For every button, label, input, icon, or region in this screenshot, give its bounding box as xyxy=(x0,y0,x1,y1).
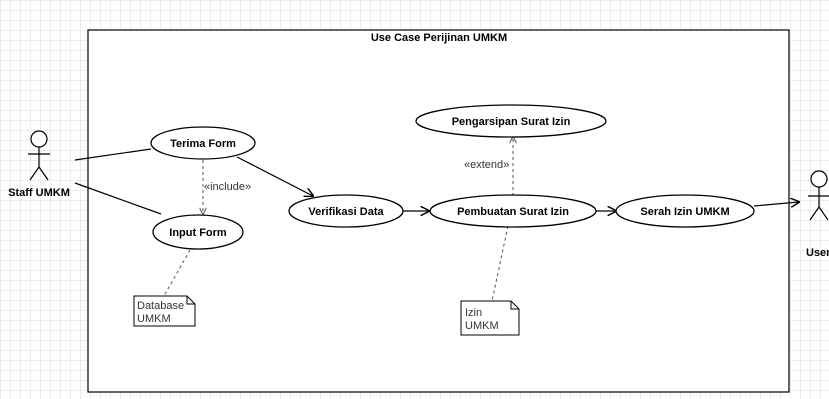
svg-text:Pengarsipan Surat Izin: Pengarsipan Surat Izin xyxy=(452,116,571,128)
diagram-title: Use Case Perijinan UMKM xyxy=(371,32,507,44)
actor-stick-figure-icon xyxy=(28,130,50,181)
svg-text:Terima Form: Terima Form xyxy=(170,138,236,150)
actor-user: User xyxy=(806,170,829,259)
usecase-pembuatan-surat-izin: Pembuatan Surat Izin xyxy=(429,194,597,228)
note-izin-umkm: Izin UMKM xyxy=(460,300,520,336)
svg-text:Input Form: Input Form xyxy=(169,227,227,239)
svg-text:Database: Database xyxy=(137,300,184,312)
assoc-staff-input xyxy=(74,182,162,215)
note-connector-izin xyxy=(491,225,509,302)
actor-staff-label: Staff UMKM xyxy=(8,187,70,199)
usecase-verifikasi-data: Verifikasi Data xyxy=(288,194,404,228)
include-label: «include» xyxy=(204,181,251,193)
extend-label: «extend» xyxy=(464,159,509,171)
actor-staff-umkm: Staff UMKM xyxy=(8,130,70,199)
svg-text:UMKM: UMKM xyxy=(137,313,171,325)
usecase-terima-form: Terima Form xyxy=(150,126,256,160)
usecase-serah-izin-umkm: Serah Izin UMKM xyxy=(615,194,755,228)
note-connector-database xyxy=(163,249,191,297)
svg-text:Serah Izin UMKM: Serah Izin UMKM xyxy=(640,206,729,218)
note-database-umkm: Database UMKM xyxy=(133,295,196,327)
svg-text:Pembuatan Surat Izin: Pembuatan Surat Izin xyxy=(457,206,569,218)
svg-text:Izin: Izin xyxy=(465,307,482,319)
svg-text:UMKM: UMKM xyxy=(465,320,499,332)
flow-terima-verifikasi xyxy=(236,156,313,196)
assoc-staff-terima xyxy=(74,148,152,161)
svg-text:Verifikasi Data: Verifikasi Data xyxy=(308,206,384,218)
flow-serah-user xyxy=(753,202,799,206)
usecase-pengarsipan-surat-izin: Pengarsipan Surat Izin xyxy=(415,104,607,138)
actor-user-label: User xyxy=(806,247,829,259)
actor-stick-figure-icon xyxy=(808,170,829,221)
usecase-input-form: Input Form xyxy=(152,214,244,250)
